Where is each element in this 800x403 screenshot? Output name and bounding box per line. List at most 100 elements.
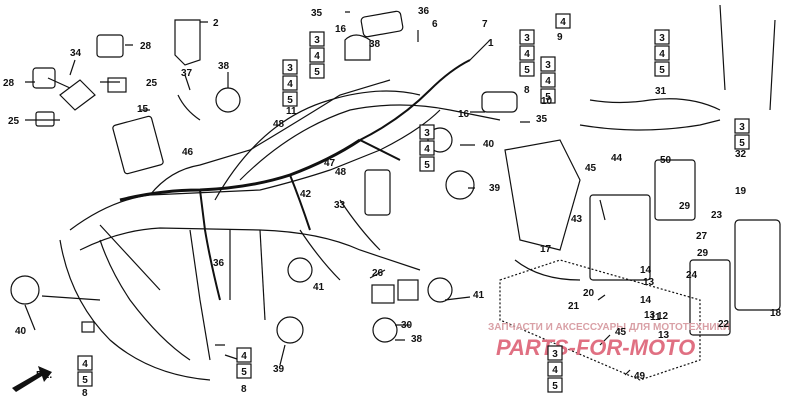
callout-48: 48 xyxy=(335,167,347,178)
ref-box xyxy=(282,75,298,91)
callout-48: 48 xyxy=(273,119,285,130)
ref-box-label: 4 xyxy=(287,79,293,90)
callout-35: 35 xyxy=(536,114,548,125)
watermark-caption: ЗАПЧАСТИ И АКСЕССУАРЫ ДЛЯ МОТОТЕХНИКИ xyxy=(488,322,730,333)
callout-13: 13 xyxy=(643,277,655,288)
ref-box xyxy=(654,45,670,61)
callout-38: 38 xyxy=(218,61,230,72)
ref-box xyxy=(734,118,750,134)
ref-box xyxy=(654,61,670,77)
ref-box xyxy=(309,31,325,47)
watermark-brand: PARTS-FOR-MOTO xyxy=(496,335,695,360)
callout-38: 38 xyxy=(411,334,423,345)
callout-26: 26 xyxy=(372,268,384,279)
ref-box xyxy=(519,61,535,77)
ref-box xyxy=(540,88,556,104)
ref-box-label: 4 xyxy=(524,49,530,60)
callout-20: 20 xyxy=(583,288,595,299)
ref-box xyxy=(236,347,252,363)
callout-30: 30 xyxy=(401,320,413,331)
callout-2: 2 xyxy=(213,18,219,29)
ref-box-label: 5 xyxy=(524,65,530,76)
callout-12: 12 xyxy=(657,311,669,322)
callout-9: 9 xyxy=(557,32,563,43)
callout-6: 6 xyxy=(432,19,438,30)
callout-14: 14 xyxy=(640,265,652,276)
ref-box-label: 3 xyxy=(552,349,558,360)
ref-box-label: 4 xyxy=(560,17,566,28)
ref-box-label: 5 xyxy=(287,95,293,106)
callout-44: 44 xyxy=(611,153,623,164)
ref-box-label: 5 xyxy=(552,381,558,392)
callout-43: 43 xyxy=(571,214,583,225)
ref-box-label: 5 xyxy=(82,375,88,386)
callout-28: 28 xyxy=(140,41,152,52)
callout-49: 49 xyxy=(634,371,646,382)
ref-box xyxy=(236,363,252,379)
callout-15: 15 xyxy=(137,104,149,115)
front-arrow-icon xyxy=(12,366,52,392)
ref-box xyxy=(555,13,571,29)
callout-37: 37 xyxy=(181,68,193,79)
callout-32: 32 xyxy=(735,149,747,160)
ref-box xyxy=(540,72,556,88)
ref-box-label: 4 xyxy=(314,51,320,62)
ref-box xyxy=(734,134,750,150)
callout-41: 41 xyxy=(473,290,485,301)
ref-box xyxy=(547,377,563,393)
ref-box-label: 3 xyxy=(659,33,665,44)
ref-box xyxy=(540,56,556,72)
callout-13: 13 xyxy=(658,330,670,341)
callout-18: 18 xyxy=(770,308,782,319)
ref-box xyxy=(419,156,435,172)
callout-45: 45 xyxy=(585,163,597,174)
ref-box xyxy=(309,63,325,79)
ref-box xyxy=(77,371,93,387)
callout-36: 36 xyxy=(213,258,225,269)
callout-17: 17 xyxy=(540,244,552,255)
callout-50: 50 xyxy=(660,155,672,166)
ref-box xyxy=(77,355,93,371)
callout-36: 36 xyxy=(418,6,430,17)
ref-box-label: 5 xyxy=(545,92,551,103)
ref-box-label: 5 xyxy=(659,65,665,76)
ref-box xyxy=(419,124,435,140)
ref-box-label: 5 xyxy=(739,138,745,149)
ref-box-label: 3 xyxy=(739,122,745,133)
ref-box-label: 3 xyxy=(524,33,530,44)
callout-1: 1 xyxy=(488,38,494,49)
ref-box xyxy=(519,29,535,45)
callout-33: 33 xyxy=(334,200,346,211)
ref-box-label: 5 xyxy=(241,367,247,378)
callout-14: 14 xyxy=(640,295,652,306)
ref-box-label: 4 xyxy=(241,351,247,362)
ref-box xyxy=(547,361,563,377)
callout-34: 34 xyxy=(70,48,82,59)
callout-22: 22 xyxy=(718,319,730,330)
callout-8: 8 xyxy=(241,384,247,395)
ref-box-label: 3 xyxy=(314,35,320,46)
fr-label: FR. xyxy=(36,370,52,381)
callout-11: 11 xyxy=(650,312,661,323)
callout-38: 38 xyxy=(369,39,381,50)
ref-box-label: 3 xyxy=(545,60,551,71)
callout-13: 13 xyxy=(644,310,656,321)
ref-box xyxy=(309,47,325,63)
ref-box-label: 4 xyxy=(659,49,665,60)
ref-box-label: 4 xyxy=(545,76,551,87)
ref-box-label: 4 xyxy=(424,144,430,155)
callout-16: 16 xyxy=(335,24,347,35)
ref-box-label: 5 xyxy=(424,160,430,171)
ref-box-label: 4 xyxy=(552,365,558,376)
callout-35: 35 xyxy=(311,8,323,19)
ref-box xyxy=(282,59,298,75)
callout-41: 41 xyxy=(313,282,325,293)
ref-box xyxy=(282,91,298,107)
ref-box-label: 5 xyxy=(314,67,320,78)
callout-21: 21 xyxy=(568,301,580,312)
callout-16: 16 xyxy=(458,109,470,120)
ref-box xyxy=(654,29,670,45)
callout-39: 39 xyxy=(489,183,501,194)
